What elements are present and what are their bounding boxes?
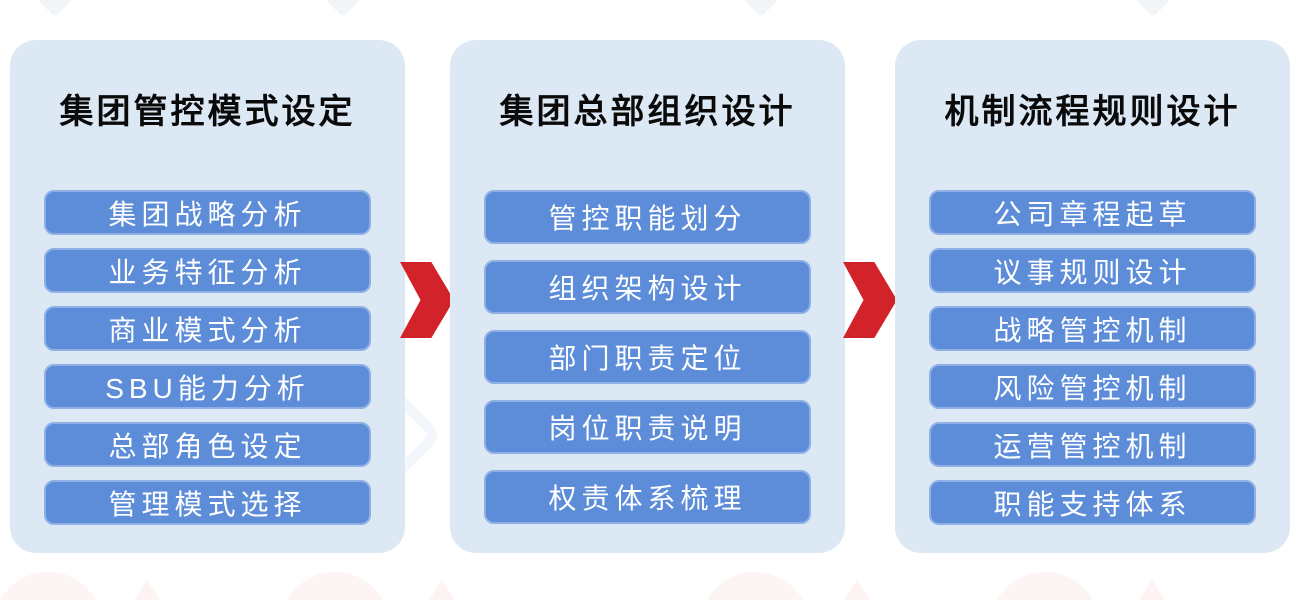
step-button: SBU能力分析 — [44, 364, 371, 409]
step-button: 组织架构设计 — [484, 260, 811, 314]
step-button: 业务特征分析 — [44, 248, 371, 293]
watermark-logo — [0, 572, 103, 600]
step-button: 权责体系梳理 — [484, 470, 811, 524]
step-button: 商业模式分析 — [44, 306, 371, 351]
watermark-logo — [420, 580, 464, 600]
watermark-logo — [835, 580, 879, 600]
watermark-logo — [280, 572, 390, 600]
step-button: 管控职能划分 — [484, 190, 811, 244]
step-button: 集团战略分析 — [44, 190, 371, 235]
step-button: 部门职责定位 — [484, 330, 811, 384]
watermark-logo — [125, 580, 169, 600]
panel-mechanism-process-rules: 机制流程规则设计 公司章程起草 议事规则设计 战略管控机制 风险管控机制 运营管… — [895, 40, 1290, 553]
watermark-logo — [700, 572, 810, 600]
watermark-logo — [990, 572, 1100, 600]
step-button: 风险管控机制 — [929, 364, 1256, 409]
step-button: 战略管控机制 — [929, 306, 1256, 351]
panel-group-control-model: 集团管控模式设定 集团战略分析 业务特征分析 商业模式分析 SBU能力分析 总部… — [10, 40, 405, 553]
step-button: 议事规则设计 — [929, 248, 1256, 293]
step-list: 集团战略分析 业务特征分析 商业模式分析 SBU能力分析 总部角色设定 管理模式… — [44, 190, 371, 525]
watermark-logo — [1130, 580, 1174, 600]
step-button: 公司章程起草 — [929, 190, 1256, 235]
panel-title: 集团管控模式设定 — [59, 93, 356, 131]
watermark-logo — [742, 0, 780, 18]
watermark-logo — [1134, 0, 1172, 18]
chevron-right-icon — [843, 262, 897, 338]
watermark-logo — [36, 0, 74, 18]
panel-title: 机制流程规则设计 — [944, 93, 1241, 131]
step-button: 运营管控机制 — [929, 422, 1256, 467]
watermark-logo — [324, 0, 362, 18]
step-button: 总部角色设定 — [44, 422, 371, 467]
step-button: 管理模式选择 — [44, 480, 371, 525]
panel-title: 集团总部组织设计 — [499, 93, 796, 131]
chevron-right-icon — [400, 262, 454, 338]
panel-headquarters-org-design: 集团总部组织设计 管控职能划分 组织架构设计 部门职责定位 岗位职责说明 权责体… — [450, 40, 845, 553]
step-list: 管控职能划分 组织架构设计 部门职责定位 岗位职责说明 权责体系梳理 — [484, 190, 811, 524]
step-list: 公司章程起草 议事规则设计 战略管控机制 风险管控机制 运营管控机制 职能支持体… — [929, 190, 1256, 525]
step-button: 岗位职责说明 — [484, 400, 811, 454]
step-button: 职能支持体系 — [929, 480, 1256, 525]
